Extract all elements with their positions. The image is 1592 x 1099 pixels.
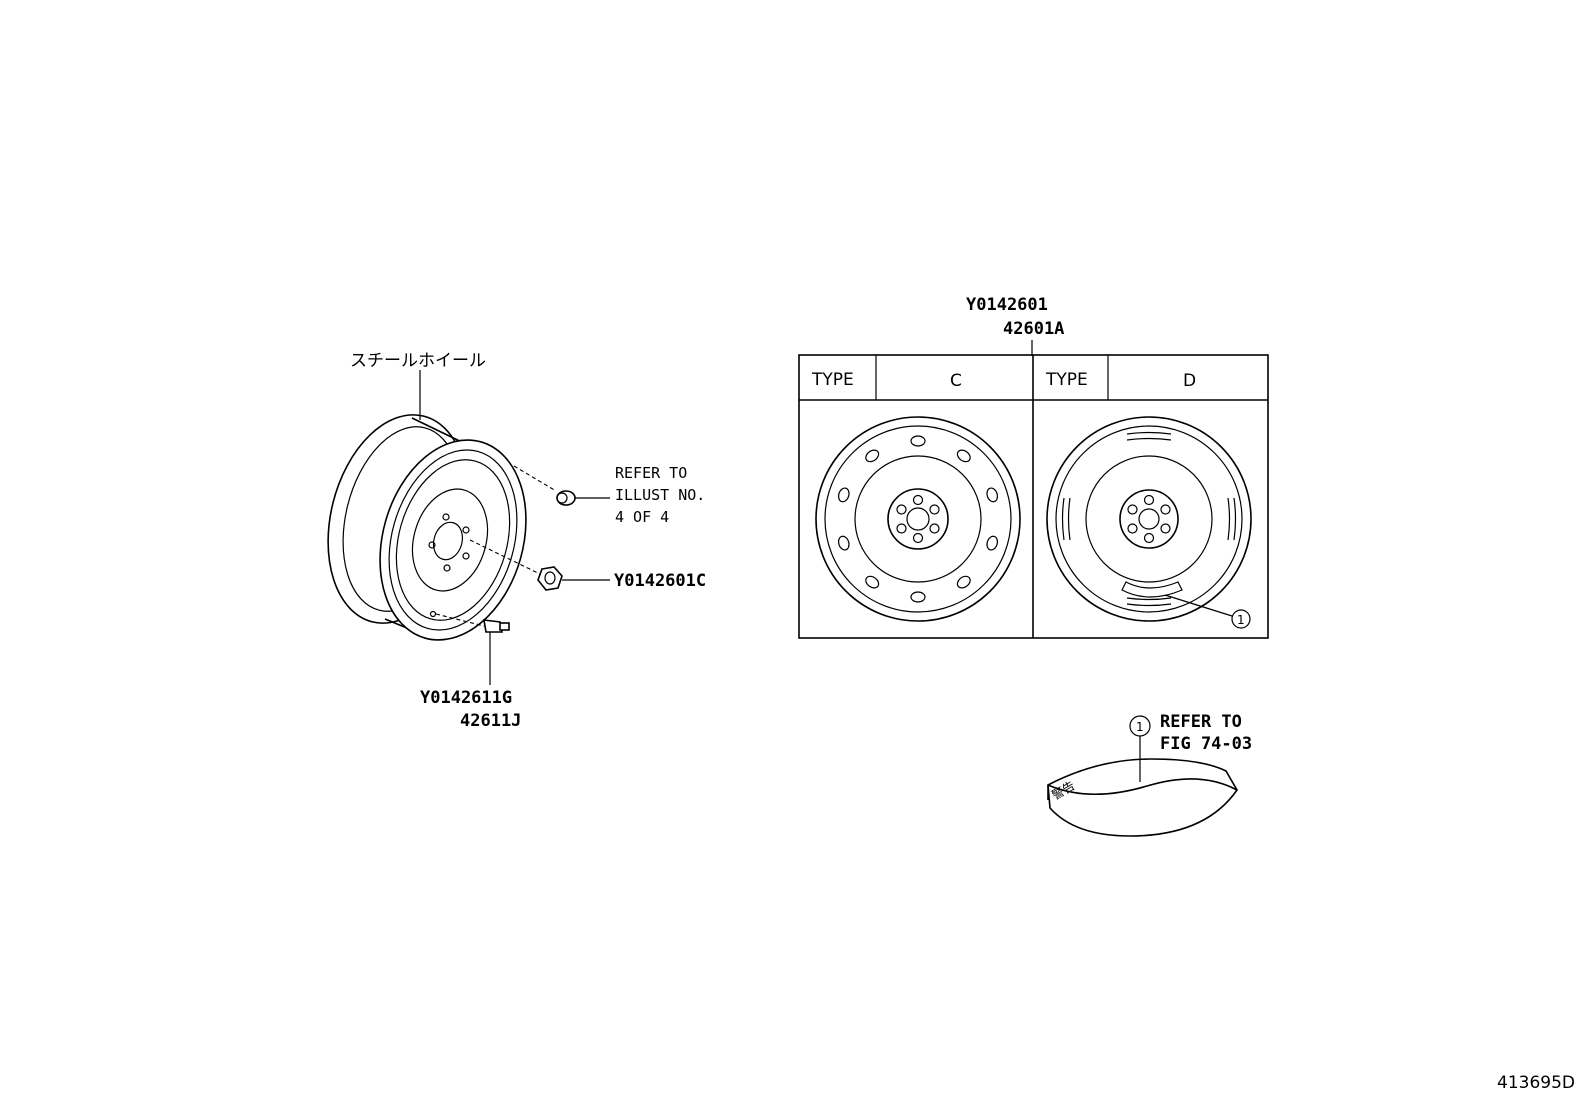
tire-valve-illustration [435,613,510,685]
figure-id: 413695D [1497,1073,1575,1093]
warning-sticker-illustration [1047,715,1238,837]
refer-illust-line-2: ILLUST NO. [615,486,705,504]
type-d-value: D [1183,371,1196,391]
hub-nut-illustration [469,539,610,591]
refer-fig-line-1: REFER TO [1160,712,1242,732]
nut-part-number: Y0142601C [614,571,706,591]
type-c-value: C [950,371,962,391]
refer-illust-line-3: 4 OF 4 [615,508,669,526]
type-table [798,354,1269,639]
type-c-header-label: TYPE [811,370,854,390]
type-d-wheel-illustration [1046,416,1252,629]
refer-illust-line-1: REFER TO [615,464,687,482]
type-d-header-label: TYPE [1045,370,1088,390]
steel-wheel-label: スチールホイール [350,351,486,371]
wheel-part-number-2: 42601A [1003,319,1064,339]
sticker-callout-number: 1 [1136,720,1144,734]
table-callout-number: 1 [1237,613,1245,627]
refer-fig-line-2: FIG 74-03 [1160,734,1252,754]
sticker-text: 警告 [1049,778,1077,803]
type-c-wheel-illustration [815,416,1021,622]
valve-part-number-1: Y0142611G [420,688,512,708]
center-cap-illustration [513,465,610,506]
valve-part-number-2: 42611J [460,711,521,731]
wheel-part-number-1: Y0142601 [966,295,1048,315]
steel-wheel-illustration [327,414,527,641]
